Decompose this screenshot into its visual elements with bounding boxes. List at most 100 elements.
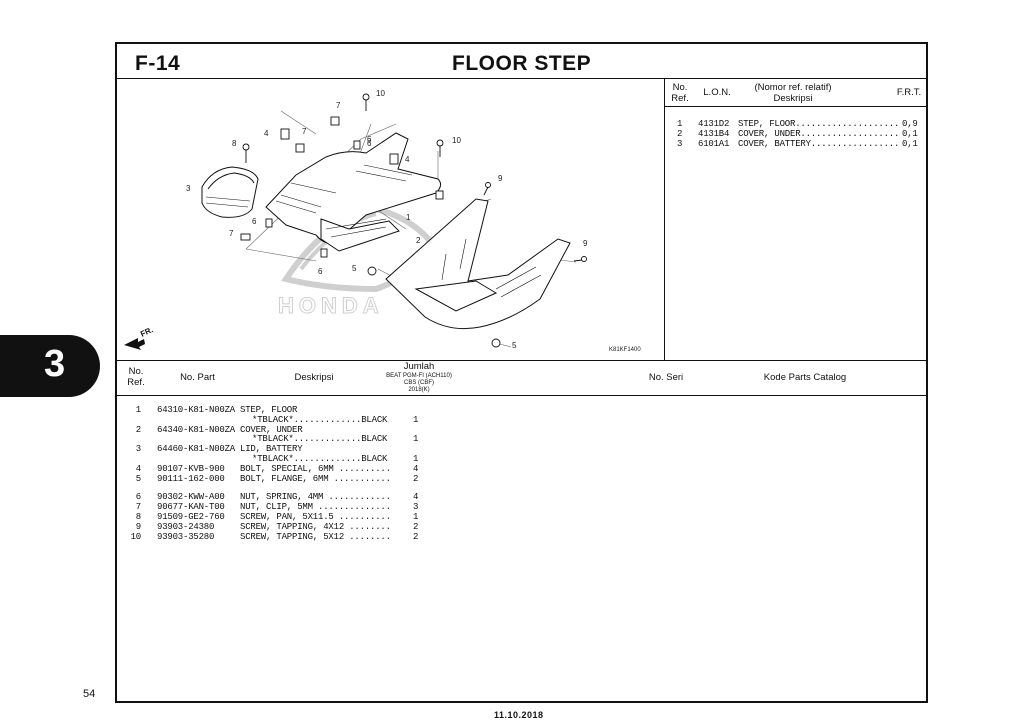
callout-number: 5	[512, 341, 517, 350]
frt-cell-frt: 0,1	[902, 139, 918, 149]
frt-header-line	[665, 106, 928, 107]
parts-cell-qty: 1	[413, 434, 419, 445]
parts-cell-no: 5	[135, 473, 141, 484]
parts-cell-desc: BOLT, SPECIAL, 6MM ..........	[240, 463, 391, 474]
page-number: 54	[83, 688, 96, 700]
chapter-number: 3	[44, 343, 66, 385]
frt-cell-desc: COVER, BATTERY	[738, 139, 811, 149]
callout-number: 10	[452, 136, 461, 145]
frt-header-lon: L.O.N.	[703, 87, 731, 98]
frt-cell-dots: ...................	[800, 129, 900, 139]
callout-number: 6	[367, 135, 372, 144]
parts-cell-part: 64460-K81-N00ZA	[157, 444, 236, 455]
parts-cell-no: 2	[135, 424, 141, 435]
watermark-text: HONDA	[278, 293, 384, 318]
parts-cell-part: 64310-K81-N00ZA	[157, 405, 236, 415]
frt-header-frt: F.R.T.	[896, 87, 922, 98]
hardware-parts	[240, 93, 587, 348]
frt-header-desc: (Nomor ref. relatif)Deskripsi	[754, 82, 832, 104]
section-title: FLOOR STEP	[452, 52, 592, 75]
frt-cell-frt: 0,9	[902, 119, 918, 129]
callout-number: 4	[405, 155, 410, 164]
diagram-divider	[664, 78, 665, 360]
parts-cell-part: 93903-35280	[157, 531, 215, 542]
section-code: F-14	[135, 52, 181, 75]
parts-header-model: BEAT PGM-FI (ACH110)CBS (CBF)2018(K)	[386, 373, 452, 393]
parts-cell-desc: SCREW, TAPPING, 4X12 ........	[240, 521, 391, 532]
frt-cell-lon: 4131D2	[698, 119, 730, 129]
parts-cell-desc: NUT, SPRING, 4MM ............	[240, 492, 391, 503]
parts-cell-qty: 1	[413, 414, 419, 425]
parts-cell-qty: 4	[413, 492, 419, 503]
parts-header-jumlah: Jumlah	[403, 361, 435, 372]
parts-cell-part: 91509-GE2-760	[157, 512, 225, 522]
parts-cell-no: 8	[135, 512, 141, 522]
callout-number: 2	[416, 236, 421, 245]
floor-step-part	[265, 132, 442, 252]
parts-cell-part: 93903-24380	[157, 521, 215, 532]
parts-cell-part: 90107-KVB-900	[157, 463, 225, 474]
parts-cell-desc: COVER, UNDER	[240, 424, 303, 435]
frt-cell-frt: 0,1	[902, 129, 918, 139]
parts-cell-desc: SCREW, PAN, 5X11.5 ..........	[240, 512, 391, 522]
parts-cell-qty: 1	[413, 512, 419, 522]
chapter-tab: 3	[0, 335, 100, 397]
frt-cell-no: 1	[677, 119, 683, 129]
parts-header-catalog: Kode Parts Catalog	[763, 372, 847, 383]
parts-cell-part: 90677-KAN-T00	[157, 502, 225, 513]
parts-cell-qty: 3	[413, 502, 419, 513]
callout-number: 5	[352, 264, 357, 273]
frt-cell-desc: COVER, UNDER	[738, 129, 801, 139]
parts-cell-desc: *TBLACK*.............BLACK	[252, 414, 388, 425]
callout-number: 1	[406, 213, 411, 222]
parts-cell-no: 7	[135, 502, 141, 513]
front-arrow-icon: FR.	[124, 325, 155, 350]
callout-number: 9	[583, 239, 588, 248]
callout-number: 6	[318, 267, 323, 276]
parts-cell-part: 64340-K81-N00ZA	[157, 424, 236, 435]
frt-cell-dots: .................	[810, 139, 900, 149]
parts-cell-part: 90111-162-000	[157, 473, 225, 484]
parts-cell-desc: LID, BATTERY	[240, 444, 303, 455]
parts-cell-desc: STEP, FLOOR	[240, 405, 298, 415]
parts-cell-desc: *TBLACK*.............BLACK	[252, 454, 388, 464]
callout-number: 3	[186, 184, 191, 193]
frt-cell-lon: 6101A1	[698, 139, 730, 149]
exploded-diagram: HONDA	[124, 89, 641, 353]
frt-cell-lon: 4131B4	[698, 129, 730, 139]
parts-cell-qty: 2	[413, 521, 419, 532]
parts-cell-no: 6	[135, 492, 141, 503]
parts-cell-desc: BOLT, FLANGE, 6MM ...........	[240, 473, 391, 484]
under-cover-part	[385, 198, 571, 330]
parts-cell-qty: 4	[413, 463, 419, 474]
frt-cell-no: 2	[677, 129, 683, 139]
parts-cell-desc: NUT, CLIP, 5MM ..............	[240, 502, 391, 513]
direction-label: FR.	[139, 325, 154, 339]
callout-number: 10	[376, 89, 385, 98]
parts-cell-no: 4	[135, 463, 141, 474]
diagram-ref-code: K81KF1400	[609, 347, 641, 353]
frt-cell-dots: ....................	[795, 119, 900, 129]
callout-number: 4	[264, 129, 269, 138]
parts-cell-desc: SCREW, TAPPING, 5X12 ........	[240, 531, 391, 542]
battery-lid-part	[201, 166, 259, 218]
parts-cell-qty: 2	[413, 473, 419, 484]
print-date: 11.10.2018	[494, 710, 544, 720]
parts-header-seri: No. Seri	[648, 372, 684, 383]
callout-number: 8	[232, 139, 237, 148]
callout-number: 6	[367, 139, 372, 148]
parts-header-no: No.Ref.	[127, 366, 145, 388]
parts-cell-no: 9	[135, 521, 141, 532]
parts-header-bottom-line	[115, 395, 928, 396]
frt-cell-desc: STEP, FLOOR	[738, 119, 796, 129]
parts-cell-no: 3	[135, 444, 141, 455]
callout-number: 7	[229, 229, 234, 238]
parts-cell-no: 1	[135, 405, 141, 415]
frt-cell-no: 3	[677, 139, 683, 149]
parts-cell-desc: *TBLACK*.............BLACK	[252, 434, 388, 445]
parts-cell-qty: 2	[413, 531, 419, 542]
page-frame	[115, 42, 928, 703]
callout-number: 9	[498, 174, 503, 183]
callout-number: 7	[336, 101, 341, 110]
